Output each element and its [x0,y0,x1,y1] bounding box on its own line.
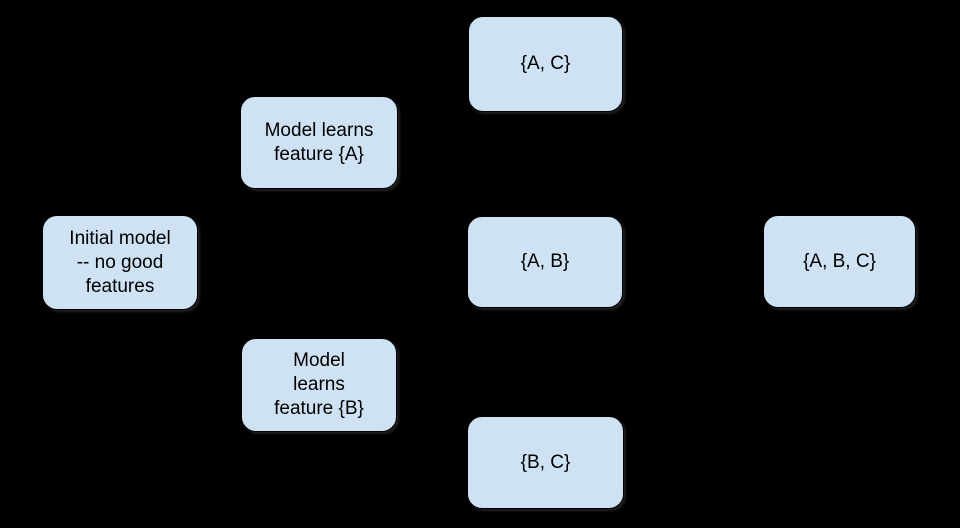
node-label-line: Model [293,350,345,371]
node-set-ac: {A, C} [468,16,623,112]
node-label-line: Model learns [264,119,374,141]
node-set-bc: {B, C} [467,416,624,509]
node-label-line: feature {A} [274,143,364,165]
node-model-learns-feature-a: Model learns feature {A} [240,96,398,189]
node-initial-model: Initial model -- no good features [42,215,198,310]
node-label-line: {A, B} [520,251,570,272]
node-label-line: Initial model [69,227,171,249]
node-label-line: features [85,275,155,297]
node-model-learns-feature-b: Model learns feature {B} [241,338,397,432]
node-label-line: {A, C} [520,53,571,74]
node-set-abc: {A, B, C} [763,215,916,308]
node-label-line: {B, C} [520,451,571,473]
node-label-line: learns [293,374,345,395]
node-label-line: feature {B} [274,398,364,419]
node-label-line: {A, B, C} [803,250,876,272]
node-label-line: -- no good [76,251,164,273]
node-set-ab: {A, B} [467,216,623,308]
